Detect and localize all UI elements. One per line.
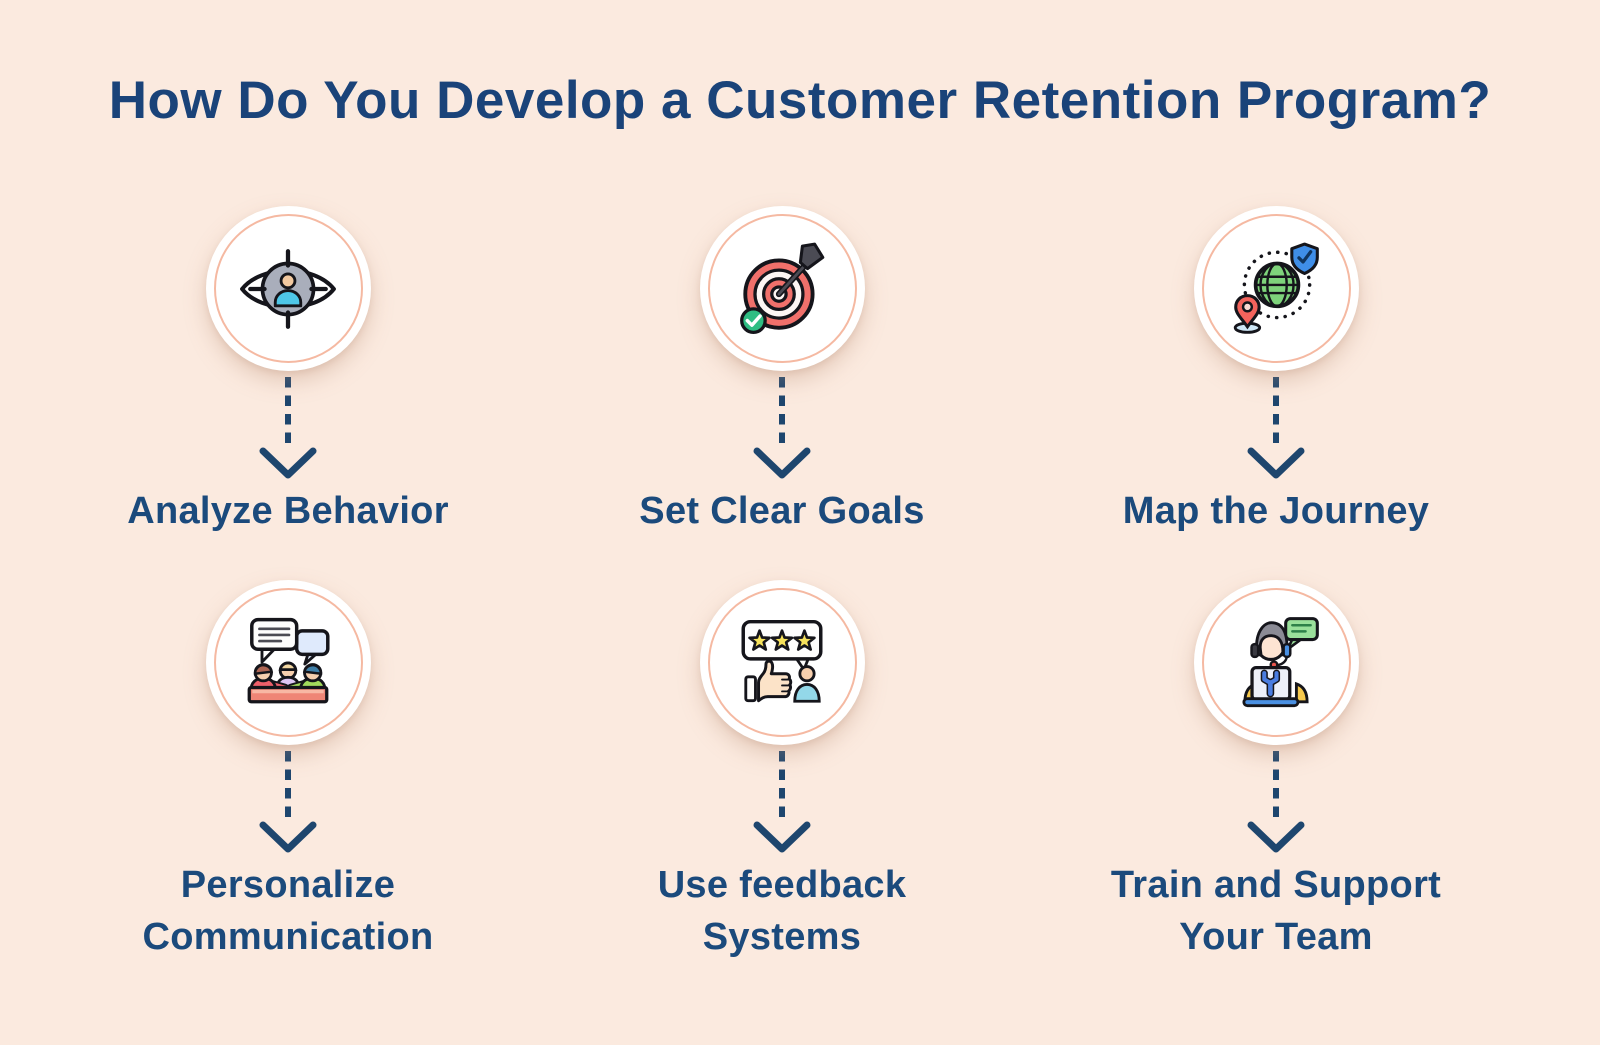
support-agent-icon [1242, 616, 1319, 707]
down-arrow-icon [753, 377, 811, 479]
step-analyze-behavior: Analyze Behavior [41, 206, 535, 537]
page-title: How Do You Develop a Customer Retention … [108, 71, 1492, 130]
step-label: Map the Journey [1123, 485, 1429, 537]
step-label-line: Your Team [1179, 916, 1373, 958]
people-conversation-icon [247, 617, 330, 703]
step-label-line: Map the Journey [1122, 490, 1430, 532]
down-arrow-icon [1247, 751, 1305, 853]
step-use-feedback-systems: Use feedback Systems [535, 580, 1029, 963]
step-label-line: Train and Support [1110, 864, 1442, 906]
globe-pin-shield-icon [1233, 242, 1319, 334]
step-icon-circle [1193, 206, 1359, 371]
eye-user-icon [240, 248, 336, 329]
step-label: Use feedback Systems [658, 859, 907, 963]
steps-grid: Analyze Behavior [41, 206, 1523, 963]
step-label: Personalize Communication [142, 859, 433, 963]
down-arrow-icon [259, 377, 317, 479]
down-arrow-icon [259, 751, 317, 853]
target-arrow-icon [740, 242, 825, 334]
step-icon-circle [1193, 580, 1359, 745]
step-icon-circle [699, 580, 865, 745]
step-icon-circle [205, 580, 371, 745]
step-label-line: Personalize [180, 864, 396, 906]
step-set-clear-goals: Set Clear Goals [535, 206, 1029, 537]
step-label-line: Use feedback [657, 864, 907, 906]
step-label: Train and Support Your Team [1111, 859, 1441, 963]
step-label-line: Systems [702, 916, 862, 958]
star-rating-thumbs-icon [741, 619, 823, 703]
down-arrow-icon [753, 751, 811, 853]
step-label-line: Set Clear Goals [639, 490, 925, 532]
step-label-line: Analyze Behavior [127, 490, 449, 532]
step-personalize-communication: Personalize Communication [41, 580, 535, 963]
step-map-the-journey: Map the Journey [1029, 206, 1523, 537]
step-label: Analyze Behavior [127, 485, 449, 537]
step-train-and-support: Train and Support Your Team [1029, 580, 1523, 963]
step-icon-circle [699, 206, 865, 371]
step-icon-circle [205, 206, 371, 371]
step-label: Set Clear Goals [639, 485, 924, 537]
step-label-line: Communication [142, 916, 434, 958]
down-arrow-icon [1247, 377, 1305, 479]
